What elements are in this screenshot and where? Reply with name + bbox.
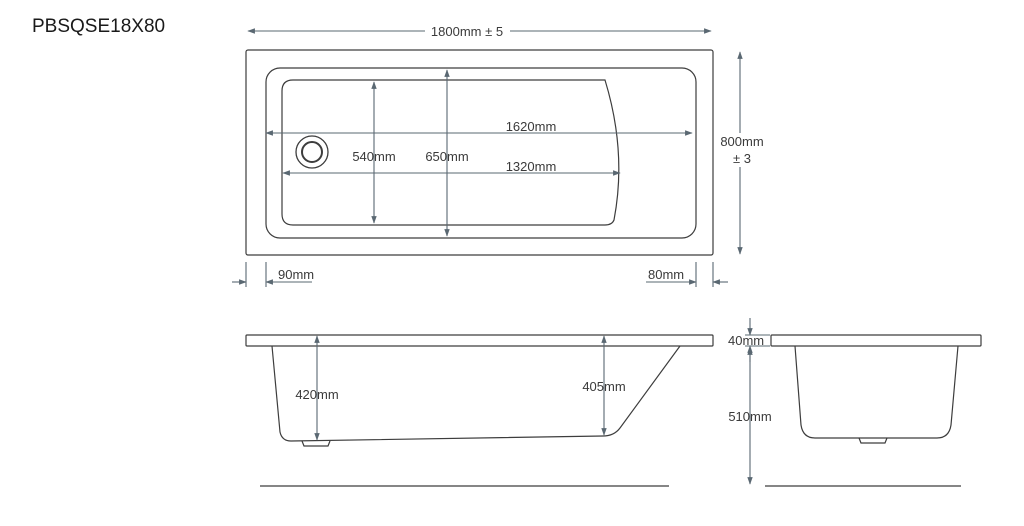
waste-outlet-inner: [301, 141, 323, 163]
overall-width-label-2: ± 3: [733, 151, 751, 166]
inner-width-floor-label: 540mm: [352, 149, 395, 164]
bath-inner-rim: [265, 67, 697, 239]
rim-thickness-label: 40mm: [728, 333, 764, 348]
right-rim-label: 80mm: [648, 267, 684, 282]
end-elevation: 40mm 510mm: [728, 318, 982, 487]
left-rim-label: 90mm: [278, 267, 314, 282]
end-foot: [858, 437, 888, 444]
overall-length-label: 1800mm ± 5: [431, 24, 503, 39]
side-elevation: 420mm 405mm: [245, 334, 714, 487]
bath-floor-outline: [281, 79, 620, 226]
overall-width-label-1: 800mm: [720, 134, 763, 149]
plan-view: 1800mm ± 5 800mm ± 3 1620mm 1320mm 540mm…: [232, 22, 768, 287]
inner-length-top-label: 1620mm: [506, 119, 557, 134]
depth-right-label: 405mm: [582, 379, 625, 394]
product-code: PBSQSE18X80: [32, 16, 166, 37]
waste-outlet-outer: [295, 135, 329, 169]
side-rim: [245, 334, 714, 347]
side-foot: [301, 440, 331, 447]
depth-left-label: 420mm: [295, 387, 338, 402]
inner-width-top-label: 650mm: [425, 149, 468, 164]
side-body: [271, 345, 681, 442]
overall-height-label: 510mm: [728, 409, 771, 424]
end-rim: [770, 334, 982, 347]
end-body: [794, 345, 959, 439]
inner-length-bottom-label: 1320mm: [506, 159, 557, 174]
bath-outer-rim: [245, 49, 714, 256]
